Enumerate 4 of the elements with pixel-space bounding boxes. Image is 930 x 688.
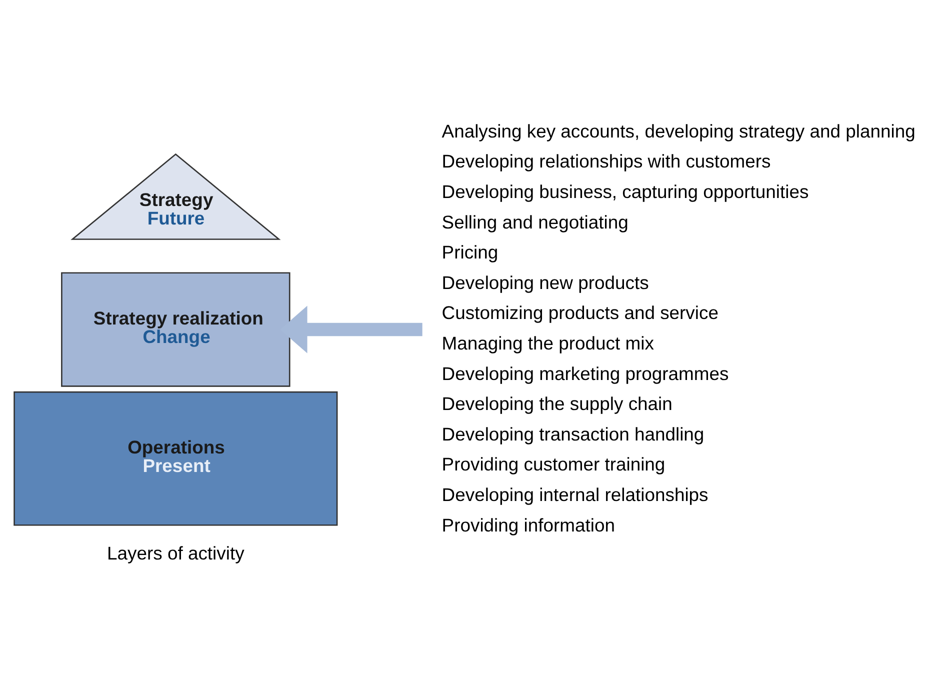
- node-box: Strategy realization Change: [60, 272, 290, 387]
- node-text: Analysing key accounts, developing strategy and planning Developing relationships with customers Developing business, capturing opportunities Selling and negotiating Pricing Developing new products Customizing products and service Managing the product mix Developing marketing programmes Developing the supply chain Developing transaction handling Providing customer training Developing internal relationships Providing information: [441, 120, 915, 536]
- label: Layers of activity: [106, 542, 244, 564]
- node-box: Operations Present: [13, 391, 338, 526]
